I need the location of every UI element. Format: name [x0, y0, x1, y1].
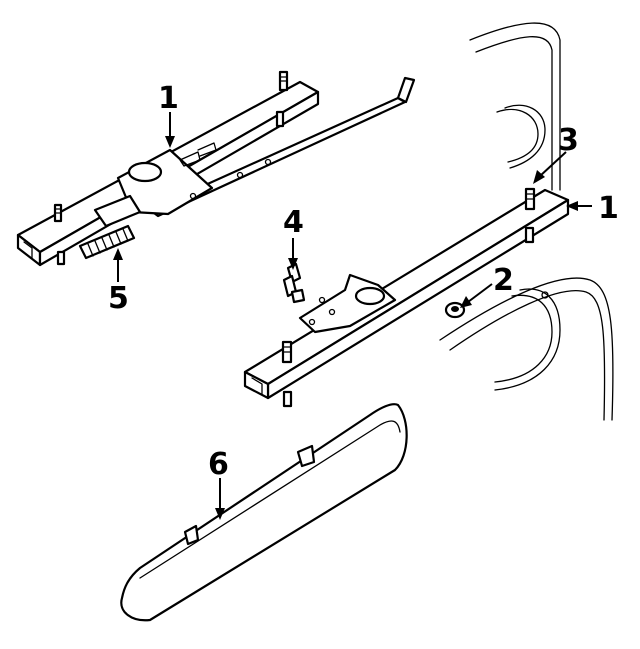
callout-2-nut: 2	[493, 263, 514, 298]
left-track-stud-rear	[278, 70, 289, 92]
left-track-stud-front	[53, 203, 63, 223]
clip-part-4	[282, 262, 306, 304]
right-seat-track-assembly	[243, 187, 570, 408]
spring	[78, 224, 136, 260]
callout-4-clip: 4	[283, 205, 304, 240]
callout-5-spring: 5	[108, 281, 129, 316]
left-seat-track-assembly	[16, 70, 416, 267]
trim-cover-part-6	[120, 403, 408, 622]
nut-part-2	[444, 301, 466, 319]
callout-labels: 1 1 2 3 4 5 6	[108, 81, 619, 482]
vehicle-body-outline-upper	[469, 22, 561, 191]
vehicle-body-outline-lower	[439, 277, 614, 421]
callout-3-stud: 3	[558, 123, 579, 158]
callout-1-right-track: 1	[598, 191, 619, 226]
right-track-stud-lower	[282, 390, 293, 408]
left-track-stud-lower	[56, 250, 66, 266]
right-track-stud-lower-rear	[524, 226, 535, 244]
callout-6-trim-cover: 6	[208, 447, 229, 482]
left-track-stud-lower-rear	[275, 110, 285, 128]
callout-leaders	[113, 112, 592, 520]
callout-1-left-track: 1	[158, 81, 179, 116]
